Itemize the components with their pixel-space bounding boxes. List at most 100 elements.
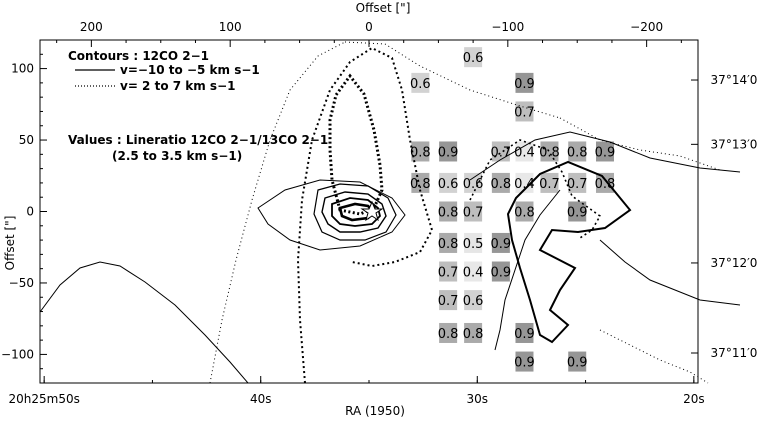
solid-contour-outer	[39, 261, 249, 384]
value-cell-label: 0.6	[463, 294, 484, 309]
legend-solid-label: v=−10 to −5 km s−1	[120, 63, 260, 77]
value-cell-label: 0.7	[438, 294, 459, 309]
value-cell	[568, 172, 587, 193]
left-tick-label: 50	[19, 133, 34, 147]
value-cell	[595, 172, 614, 193]
value-cell-label: 0.8	[539, 145, 560, 160]
legend-values-title: Values : Lineratio 12CO 2−1/13CO 2−1	[68, 133, 328, 147]
value-cell	[515, 201, 534, 222]
value-cell	[439, 172, 458, 193]
value-cell	[464, 232, 483, 253]
value-cell-label: 0.8	[491, 177, 512, 192]
value-cell	[540, 172, 559, 193]
value-cell-label: 0.5	[463, 237, 484, 252]
value-cell-label: 0.9	[514, 77, 535, 92]
value-cell	[515, 351, 534, 372]
contours	[39, 41, 741, 384]
value-cell-label: 0.9	[491, 266, 512, 281]
value-cell-label: 0.9	[567, 356, 588, 371]
solid-contour-east-3	[494, 189, 561, 351]
value-cell-label: 0.7	[438, 266, 459, 281]
value-cell	[464, 201, 483, 222]
bottom-tick-label: 20h25m50s	[8, 392, 79, 406]
value-cell-label: 0.4	[514, 145, 535, 160]
value-cell	[491, 232, 510, 253]
left-tick-label: 100	[11, 62, 34, 76]
solid-contour-ring-1	[257, 179, 406, 251]
value-cell-label: 0.8	[514, 206, 535, 221]
dotted-contour-outer-top	[344, 41, 561, 119]
left-tick-label: −50	[9, 276, 34, 290]
value-cell	[439, 141, 458, 162]
value-cell	[464, 322, 483, 343]
solid-contour-ring-2	[313, 183, 397, 241]
value-cell	[439, 261, 458, 282]
top-tick-label: −200	[630, 20, 663, 34]
bottom-axis-label: RA (1950)	[345, 404, 405, 418]
value-cell	[411, 141, 430, 162]
solid-contour-thick-east	[506, 160, 632, 344]
value-cell-label: 0.9	[514, 327, 535, 342]
dotted-contour-east	[469, 139, 602, 239]
top-tick-label: −100	[491, 20, 524, 34]
dotted-contour-mid	[296, 46, 434, 384]
value-cell	[568, 141, 587, 162]
solid-contour-ring-3	[321, 191, 387, 233]
value-cell	[464, 290, 483, 311]
right-tick-label: 37°12′0	[711, 256, 758, 270]
value-cell	[439, 201, 458, 222]
value-cell	[464, 47, 483, 68]
value-cell	[568, 351, 587, 372]
value-cell-label: 0.6	[438, 177, 459, 192]
value-cell-label: 0.9	[595, 145, 616, 160]
value-cell	[464, 172, 483, 193]
value-cell-label: 0.4	[514, 177, 535, 192]
bottom-tick-label: 40s	[250, 392, 272, 406]
value-cell-label: 0.7	[514, 105, 535, 120]
value-cell-label: 0.4	[463, 266, 484, 281]
value-cell-label: 0.7	[567, 177, 588, 192]
left-axis-label: Offset ["]	[3, 216, 17, 271]
value-cell	[439, 232, 458, 253]
value-cell-label: 0.9	[438, 145, 459, 160]
dotted-contour-outer-left	[209, 41, 346, 384]
value-cell	[515, 141, 534, 162]
value-cell	[595, 141, 614, 162]
value-cell	[568, 201, 587, 222]
value-cell-label: 0.8	[438, 327, 459, 342]
value-cell-label: 0.8	[438, 206, 459, 221]
legend-dotted-label: v= 2 to 7 km s−1	[120, 79, 235, 93]
solid-contour-ring-4	[331, 197, 381, 227]
top-tick-label: 100	[219, 20, 242, 34]
value-cell-label: 0.8	[410, 145, 431, 160]
left-tick-label: −100	[1, 347, 34, 361]
star-marker	[360, 200, 384, 222]
value-cell	[515, 172, 534, 193]
value-cell-label: 0.6	[463, 177, 484, 192]
left-tick-label: 0	[26, 205, 34, 219]
top-tick-label: 0	[365, 20, 373, 34]
value-cell-label: 0.9	[491, 237, 512, 252]
value-cell	[439, 290, 458, 311]
value-cell-label: 0.8	[595, 177, 616, 192]
value-cell	[515, 101, 534, 122]
bottom-tick-label: 20s	[683, 392, 705, 406]
right-tick-label: 37°13′0	[711, 137, 758, 151]
legend-values-range: (2.5 to 3.5 km s−1)	[112, 149, 242, 163]
value-cell-label: 0.9	[567, 206, 588, 221]
value-cell-label: 0.9	[514, 356, 535, 371]
dotted-contour-bottom-right	[599, 329, 709, 384]
value-cell	[464, 261, 483, 282]
top-tick-label: 200	[80, 20, 103, 34]
value-cell	[491, 172, 510, 193]
value-cell-label: 0.7	[539, 177, 560, 192]
value-cell	[515, 322, 534, 343]
value-cell-label: 0.8	[463, 327, 484, 342]
axis-ticks	[40, 40, 698, 383]
legend: Contours : 12CO 2−1 v=−10 to −5 km s−1 v…	[68, 49, 328, 163]
solid-contour-east-2	[599, 239, 741, 306]
value-cell-label: 0.8	[410, 177, 431, 192]
